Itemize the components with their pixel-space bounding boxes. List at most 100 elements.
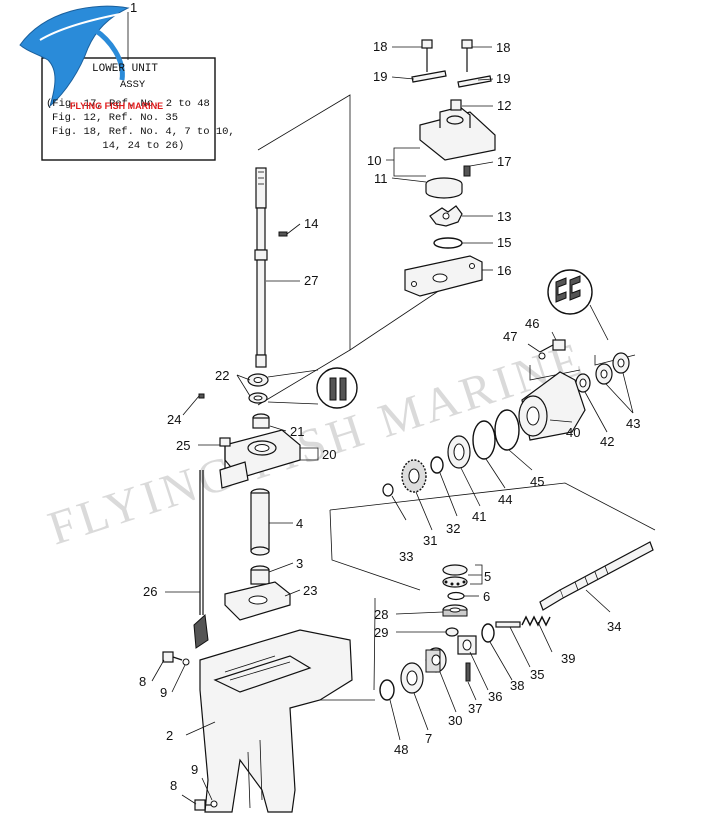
callout-leaders: [151, 46, 634, 805]
info-box-line-3: Fig. 18, Ref. No. 4, 7 to 10,: [52, 126, 235, 138]
callout-23: 23: [303, 583, 317, 598]
callout-14: 14: [304, 216, 318, 231]
propeller-shaft: [539, 541, 654, 611]
oil-seal-housing: [219, 429, 301, 489]
shim-6: [447, 591, 465, 601]
callout-44: 44: [498, 492, 512, 507]
nut-29: [445, 627, 459, 637]
callout-37: 37: [468, 701, 482, 716]
o-ring-45: [494, 409, 520, 451]
cross-pin-37: [465, 662, 471, 682]
callout-2: 2: [166, 728, 173, 743]
info-box-subtitle: ASSY: [120, 79, 146, 91]
bolt-25: [219, 437, 231, 468]
callout-5: 5: [484, 569, 491, 584]
watermark-small-text: FLYING FISH MARINE: [70, 101, 164, 111]
callout-25: 25: [176, 438, 190, 453]
callout-16: 16: [497, 263, 511, 278]
o-ring-15: [433, 237, 463, 249]
callout-21: 21: [290, 424, 304, 439]
washer-9-top: [182, 658, 190, 666]
callout-1: 1: [130, 0, 137, 15]
callout-31: 31: [423, 533, 437, 548]
washer-9-bottom: [210, 800, 218, 808]
callout-35: 35: [530, 667, 544, 682]
prop-group-frame: [329, 482, 656, 531]
callout-40: 40: [566, 425, 580, 440]
oil-seal-43: [595, 352, 630, 385]
callout-13: 13: [497, 209, 511, 224]
callout-24: 24: [167, 412, 181, 427]
water-tube: [250, 488, 270, 556]
shim-32: [430, 456, 444, 474]
impeller: [429, 205, 463, 227]
bolt-8-top: [162, 651, 183, 663]
spring-ring-38: [481, 623, 495, 643]
shift-rod: [193, 470, 209, 649]
pin-17: [463, 165, 471, 177]
callout-45: 45: [530, 474, 544, 489]
callout-9-top: 9: [160, 685, 167, 700]
shaft-group-frame: [257, 94, 351, 406]
lower-casing: [199, 629, 353, 813]
drive-shaft: [254, 167, 268, 368]
info-box-line-1: (Fig. 17, Ref. No. 2 to 48: [46, 98, 210, 110]
woodruff-key: [278, 231, 288, 237]
callout-18-left: 18: [373, 39, 387, 54]
callout-8-top: 8: [139, 674, 146, 689]
callout-30: 30: [448, 713, 462, 728]
bolt-46: [539, 339, 566, 353]
taper-roller-bearing: [400, 662, 424, 694]
callout-4: 4: [296, 516, 303, 531]
flying-fish-logo-icon: [19, 5, 130, 108]
info-box-line-2: Fig. 12, Ref. No. 35: [52, 112, 179, 124]
callout-34: 34: [607, 619, 621, 634]
callout-38: 38: [510, 678, 524, 693]
callout-36: 36: [488, 689, 502, 704]
spring-39: [521, 615, 551, 627]
oil-seal-21: [252, 413, 270, 429]
callout-33: 33: [399, 549, 413, 564]
cc-seal-magnifier: [547, 269, 609, 341]
bolt-18-left: [421, 39, 433, 72]
plate-19-right: [457, 75, 492, 88]
callout-48: 48: [394, 742, 408, 757]
callout-26: 26: [143, 584, 157, 599]
callout-9-bottom: 9: [191, 762, 198, 777]
callout-27: 27: [304, 273, 318, 288]
watermark-text: FLYING FISH MARINE: [42, 332, 592, 556]
callout-46: 46: [525, 316, 539, 331]
grommet-12: [450, 99, 462, 111]
callout-labels: 1 18 18 19 19 12 10 11 17 13 15 16 14 27…: [130, 0, 640, 793]
callout-41: 41: [472, 509, 486, 524]
washer-47: [538, 352, 546, 360]
pinion-gear: [442, 604, 468, 617]
plate-19-left: [411, 70, 447, 83]
callout-7: 7: [425, 731, 432, 746]
info-box-line-4: 14, 24 to 26): [52, 140, 185, 152]
dowel-pin-24: [198, 393, 205, 399]
bolt-18-right: [461, 39, 473, 72]
seal-detail-magnifier: [267, 367, 358, 409]
callout-6: 6: [483, 589, 490, 604]
callout-29: 29: [374, 625, 388, 640]
callout-39: 39: [561, 651, 575, 666]
water-pump-housing: [419, 106, 496, 161]
callout-47: 47: [503, 329, 517, 344]
bushing-22: [247, 373, 269, 404]
pinion-bearing-5: [442, 564, 468, 588]
callout-42: 42: [600, 434, 614, 449]
shift-plunger: [495, 621, 521, 628]
callout-17: 17: [497, 154, 511, 169]
callout-20: 20: [322, 447, 336, 462]
propeller-shaft-housing: [518, 371, 586, 441]
callout-43: 43: [626, 416, 640, 431]
callout-10: 10: [367, 153, 381, 168]
reverse-gear: [401, 459, 427, 493]
o-ring-44: [472, 420, 496, 460]
grommet-3: [250, 565, 270, 585]
info-box-title: LOWER UNIT: [92, 63, 159, 75]
shim-48: [379, 679, 395, 701]
